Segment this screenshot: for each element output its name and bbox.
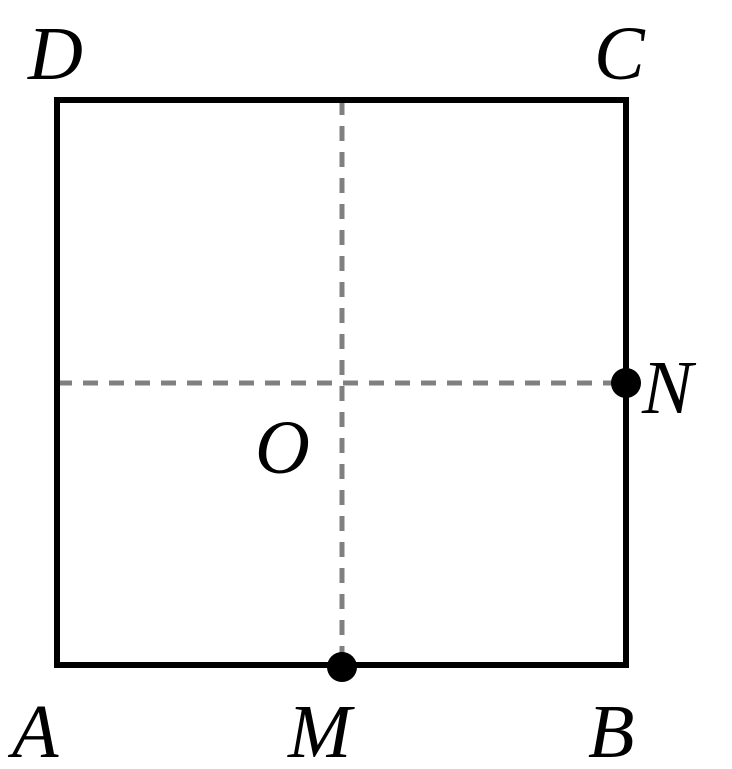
point-m bbox=[327, 652, 357, 682]
point-n bbox=[611, 368, 641, 398]
label-b: B bbox=[588, 690, 634, 769]
label-a: A bbox=[7, 690, 59, 769]
label-m: M bbox=[287, 690, 355, 769]
label-n: N bbox=[641, 346, 697, 430]
label-c: C bbox=[594, 12, 646, 96]
label-o: O bbox=[255, 406, 310, 490]
label-d: D bbox=[27, 12, 83, 96]
